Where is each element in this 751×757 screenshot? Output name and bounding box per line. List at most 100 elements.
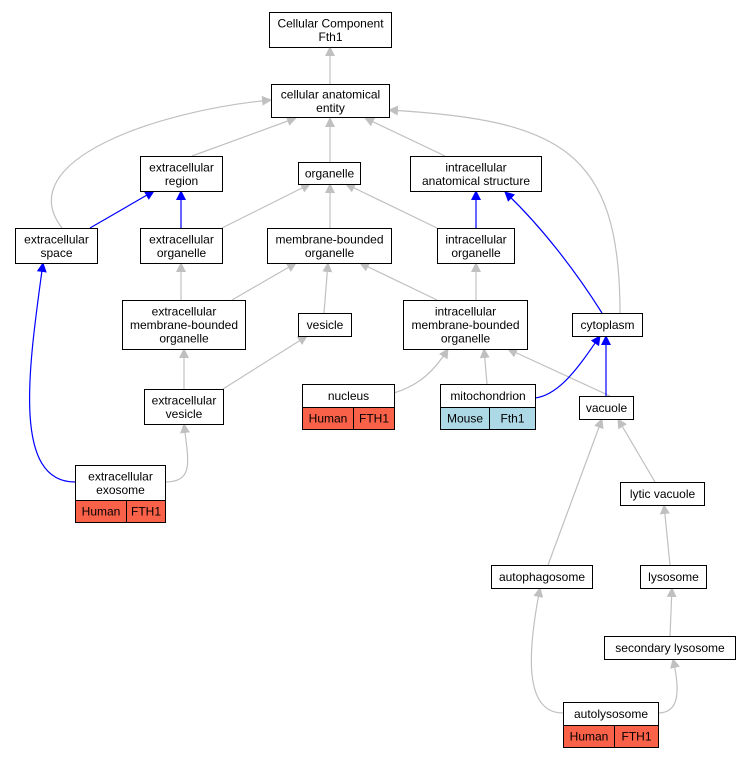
edge-mito-to-cyto <box>534 335 601 399</box>
edge-line <box>547 418 604 566</box>
term-label-line: space <box>40 246 72 260</box>
term-label-line: autophagosome <box>499 570 585 584</box>
edge-embo-to-mbo <box>231 262 297 301</box>
edge-line <box>393 348 449 394</box>
edge-line <box>50 95 272 229</box>
annotation-tag-mito: Mouse Fth1 <box>440 407 536 430</box>
edge-line <box>231 262 297 301</box>
edge-ev-to-ves <box>222 335 308 390</box>
edge-line <box>28 262 76 483</box>
term-box <box>437 228 515 264</box>
term-label-line: membrane-bounded <box>275 232 383 246</box>
term-label-line: mitochondrion <box>450 389 525 403</box>
go-term-autolyso[interactable]: autolysosome <box>563 702 659 726</box>
term-label-line: vesicle <box>307 318 344 332</box>
term-box <box>271 84 390 118</box>
term-label-line: exosome <box>96 483 145 497</box>
edge-line <box>504 191 603 314</box>
go-term-autophago[interactable]: autophagosome <box>491 565 593 589</box>
term-box <box>298 313 352 337</box>
term-label-line: organelle <box>157 246 207 260</box>
term-label-line: extracellular <box>24 232 89 246</box>
edge-nuc-to-imbo <box>393 348 449 394</box>
edge-line <box>222 335 308 390</box>
edge-line <box>364 117 446 157</box>
go-term-mito[interactable]: mitochondrion <box>440 384 536 408</box>
go-term-org[interactable]: organelle <box>298 162 361 185</box>
gene-cell <box>126 500 166 523</box>
edges-layer <box>28 46 680 714</box>
edge-line <box>89 190 155 229</box>
edge-lyso-to-lv <box>659 504 671 566</box>
term-box <box>140 228 223 264</box>
go-term-vac[interactable]: vacuole <box>579 396 634 420</box>
edge-es-to-er <box>89 190 155 229</box>
gene-label: Fth1 <box>500 412 524 426</box>
edge-line <box>388 105 621 314</box>
term-box <box>410 156 542 192</box>
term-label-line: intracellular <box>435 305 496 319</box>
term-label-line: extracellular <box>88 469 153 483</box>
go-term-lv[interactable]: lytic vacuole <box>620 482 705 506</box>
term-box <box>144 389 224 425</box>
term-label-line: extracellular <box>152 305 217 319</box>
term-label-line: intracellular <box>445 232 506 246</box>
term-box <box>572 313 643 337</box>
edge-cyto-to-cae <box>388 105 621 314</box>
edge-vac-to-imbo <box>507 348 611 397</box>
go-term-cyto[interactable]: cytoplasm <box>572 313 643 337</box>
edge-lv-to-vac <box>617 418 656 483</box>
term-label-line: membrane-bounded <box>130 318 238 332</box>
edge-line <box>479 348 490 385</box>
edge-seclyso-to-lyso <box>666 587 677 637</box>
term-label-line: extracellular <box>152 393 217 407</box>
edge-line <box>221 183 311 229</box>
edge-cyto-to-ias <box>504 191 603 314</box>
edge-line <box>191 116 297 157</box>
term-box <box>491 565 593 589</box>
go-term-ves[interactable]: vesicle <box>298 313 352 337</box>
term-label-line: lysosome <box>648 570 699 584</box>
edge-line <box>164 423 190 483</box>
gene-label: FTH1 <box>359 412 389 426</box>
term-box <box>604 636 736 660</box>
go-term-seclyso[interactable]: secondary lysosome <box>604 636 736 660</box>
gene-label: FTH1 <box>622 730 652 744</box>
term-label-line: nucleus <box>328 389 369 403</box>
term-label-line: organelle <box>451 246 501 260</box>
go-term-nuc[interactable]: nucleus <box>302 384 395 408</box>
term-label-line: extracellular <box>149 160 214 174</box>
term-label-line: Cellular Component <box>277 16 384 30</box>
go-term-lyso[interactable]: lysosome <box>640 565 707 589</box>
term-box <box>640 565 707 589</box>
term-label-line: cellular anatomical <box>281 87 380 101</box>
term-label-line: organelle <box>159 332 209 346</box>
gene-cell <box>489 407 536 430</box>
species-label: Mouse <box>447 412 483 426</box>
edge-ves-to-mbo <box>322 262 333 314</box>
edge-io-to-org <box>345 183 438 229</box>
term-label-line: vacuole <box>586 401 628 415</box>
edge-line <box>657 658 680 714</box>
term-box <box>267 228 392 264</box>
term-label-line: cytoplasm <box>580 318 634 332</box>
term-label-line: anatomical structure <box>422 174 530 188</box>
term-label-line: entity <box>316 101 345 115</box>
edge-exo-to-ev <box>164 423 190 483</box>
